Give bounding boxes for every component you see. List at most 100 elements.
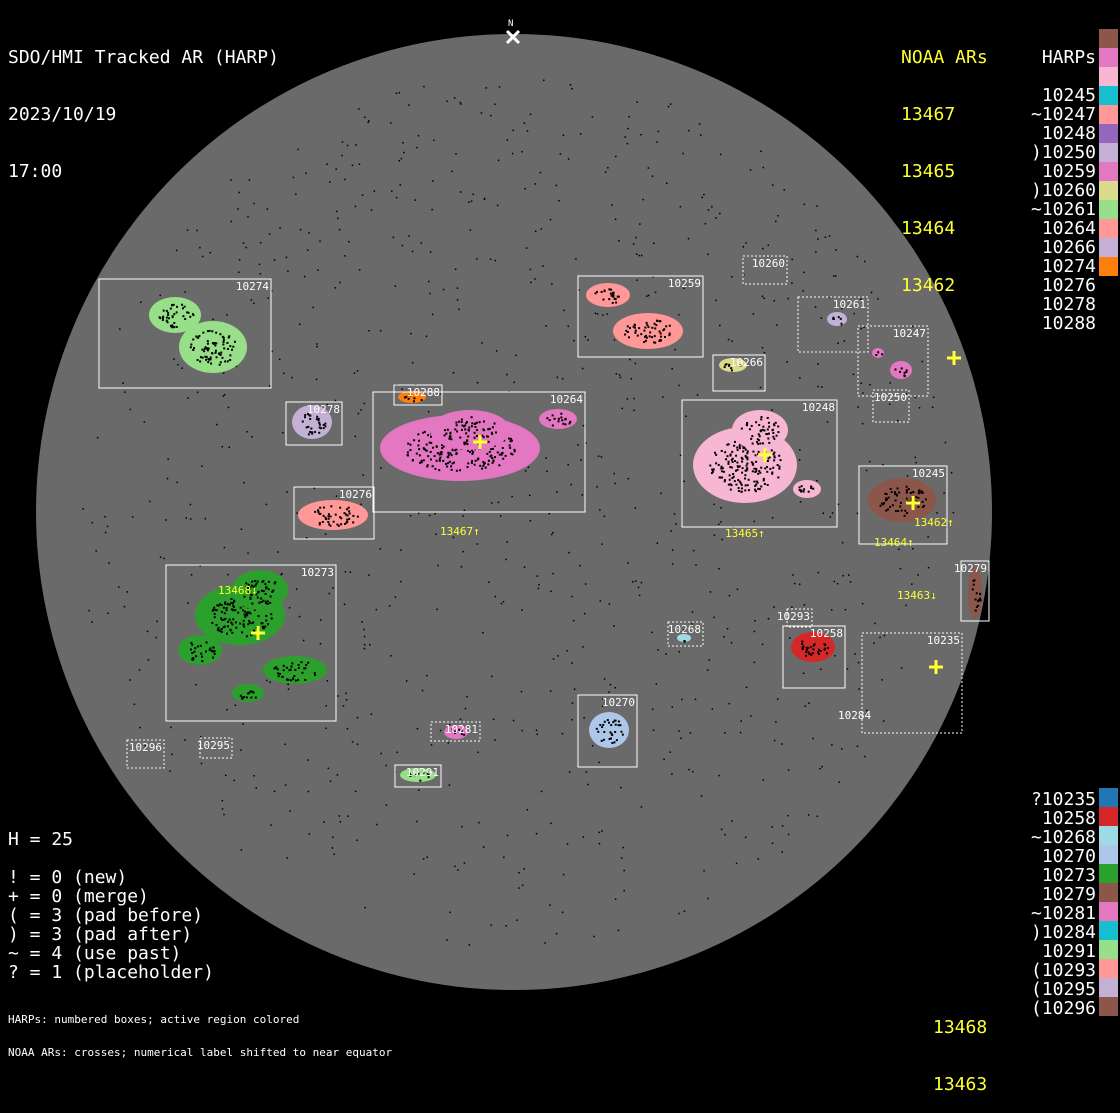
harp-box	[861, 632, 963, 734]
harp-legend-item: ?10235	[1030, 789, 1096, 810]
harp-box-label: 10248	[802, 401, 835, 414]
noaa-crosses: 13467↑13465↑13464↑13462↑13468↓13463↓	[218, 351, 961, 674]
harp-box-label: 10270	[602, 696, 635, 709]
active-region-patch	[292, 405, 332, 439]
noaa-list-bottom: 13468 13463	[933, 980, 987, 1113]
active-region-patch	[398, 391, 426, 403]
harp-legend-item: 10259	[1041, 161, 1096, 182]
harp-legend-item: )10284	[1030, 922, 1096, 943]
harp-legend-item: )10260	[1030, 180, 1096, 201]
harp-color-swatch	[1099, 864, 1118, 883]
harp-legend-item: 10279	[1041, 884, 1096, 905]
stats-line: H = 25	[8, 829, 74, 850]
harp-box-label: 10245	[912, 467, 945, 480]
footer-line: HARPs: numbered boxes; active region col…	[8, 1013, 300, 1026]
noaa-item: 13464	[901, 218, 956, 239]
north-marker-icon	[505, 29, 521, 45]
noaa-cross-icon	[947, 351, 961, 365]
active-region-patch	[827, 312, 847, 326]
active-region-patch	[791, 632, 835, 662]
harp-box-label: 10278	[307, 403, 340, 416]
active-region-patch	[444, 725, 468, 739]
harp-box-label: 10247	[893, 327, 926, 340]
active-region-patch	[677, 634, 691, 642]
harp-box-label: 10279	[954, 562, 987, 575]
harp-box-label: 10274	[236, 280, 269, 293]
active-region-patch	[430, 410, 510, 450]
harp-box-label: 10266	[730, 356, 763, 369]
stats-line: ~ = 4 (use past)	[8, 943, 182, 964]
active-region-patch	[400, 768, 436, 782]
harp-box-label: 10296	[129, 741, 162, 754]
harp-box-label: 10284	[838, 709, 871, 722]
harp-box	[393, 384, 443, 406]
harp-legend-item: ~10268	[1030, 827, 1096, 848]
harp-legend-item: (10295	[1030, 979, 1096, 1000]
harp-color-swatch	[1099, 219, 1118, 238]
harp-legend-item: 10273	[1041, 865, 1096, 886]
harp-box-label: 10250	[874, 391, 907, 404]
active-region-patch	[178, 635, 222, 665]
title: SDO/HMI Tracked AR (HARP)	[8, 47, 279, 68]
harp-box-label: 10295	[197, 739, 230, 752]
harp-color-swatch	[1099, 807, 1118, 826]
noaa-item: 13468	[933, 1017, 988, 1038]
noaa-label: 13468↓	[218, 584, 258, 597]
harp-box	[126, 739, 165, 769]
harp-color-swatch	[1099, 902, 1118, 921]
footer-notes: HARPs: numbered boxes; active region col…	[8, 992, 392, 1069]
magnetogram-speckle	[82, 79, 955, 946]
harp-box	[165, 564, 337, 722]
active-region-patch	[719, 358, 747, 372]
stats-line	[8, 849, 214, 868]
active-region-patch	[613, 313, 683, 349]
active-region-patches	[149, 283, 982, 782]
harp-color-swatch	[1099, 788, 1118, 807]
noaa-label: 13464↑	[874, 536, 914, 549]
harp-legend-item: ~10261	[1030, 199, 1096, 220]
harp-legend-item: ~10247	[1030, 104, 1096, 125]
plot-title: SDO/HMI Tracked AR (HARP) 2023/10/19 17:…	[8, 10, 279, 200]
harp-color-swatch	[1099, 997, 1118, 1016]
harp-color-swatch	[1099, 200, 1118, 219]
stats-line: ) = 3 (pad after)	[8, 924, 193, 945]
harp-color-swatch	[1099, 162, 1118, 181]
harp-box	[98, 278, 272, 389]
harp-box	[372, 391, 586, 513]
harp-legend-item: (10293	[1030, 960, 1096, 981]
noaa-item: 13467	[901, 104, 956, 125]
harp-box	[742, 255, 788, 285]
noaa-list: NOAA ARs 13467 13465 13464 13462	[901, 10, 988, 314]
harp-legend-item: 10278	[1041, 294, 1096, 315]
noaa-cross-icon	[929, 660, 943, 674]
harp-box	[394, 764, 442, 788]
harp-box	[712, 354, 766, 392]
harp-color-swatch	[1099, 67, 1118, 86]
harp-legend-item: 10288	[1041, 313, 1096, 334]
harp-color-swatch	[1099, 238, 1118, 257]
harp-box-label: 10268	[668, 623, 701, 636]
stats-line: ( = 3 (pad before)	[8, 905, 204, 926]
harp-box	[681, 399, 838, 528]
harp-box	[199, 737, 233, 759]
stats-line: ! = 0 (new)	[8, 867, 128, 888]
harp-legend-item: )10250	[1030, 142, 1096, 163]
active-region-patch	[793, 480, 821, 498]
harp-color-swatch	[1099, 845, 1118, 864]
noaa-header: NOAA ARs	[901, 47, 988, 68]
harp-box-label: 10261	[833, 298, 866, 311]
harp-box-label: 10260	[752, 257, 785, 270]
harp-color-swatch	[1099, 940, 1118, 959]
harp-box-label: 10264	[550, 393, 583, 406]
noaa-item: 13462	[901, 275, 956, 296]
date: 2023/10/19	[8, 104, 117, 125]
harp-box	[285, 401, 343, 446]
noaa-cross-icon	[758, 448, 772, 462]
harp-legend-item: 10266	[1041, 237, 1096, 258]
noaa-item: 13465	[901, 161, 956, 182]
noaa-label: 13465↑	[725, 527, 765, 540]
noaa-cross-icon	[906, 496, 920, 510]
harp-color-swatch	[1099, 959, 1118, 978]
noaa-label: 13467↑	[440, 525, 480, 538]
